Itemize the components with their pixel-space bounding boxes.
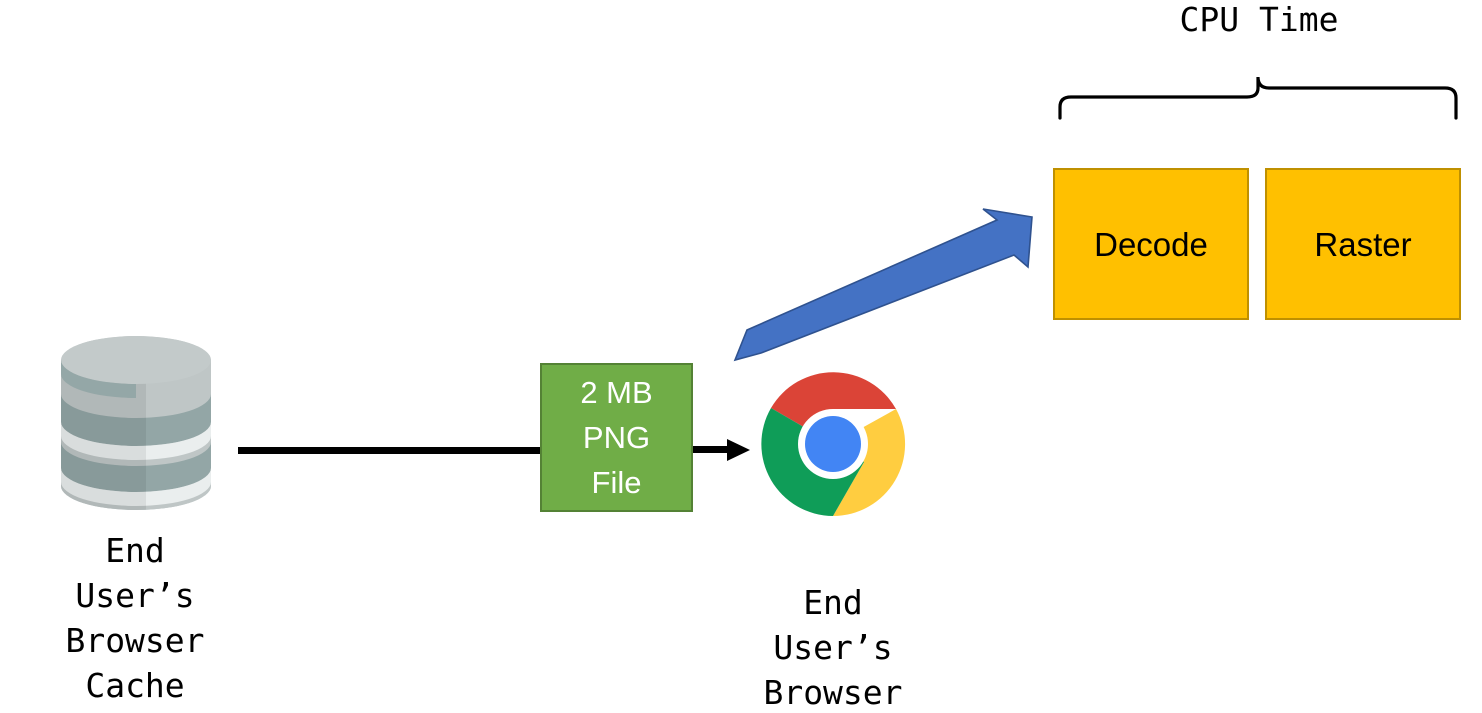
png-file-line-1: 2 MB	[580, 375, 653, 410]
browser-to-cpu-arrow-icon	[733, 208, 1033, 362]
cache-to-file-connector	[238, 447, 541, 454]
cache-caption-line-1: End	[105, 531, 165, 570]
cpu-step-label-raster: Raster	[1314, 225, 1412, 263]
cpu-step-box-raster[interactable]: Raster	[1265, 168, 1461, 320]
png-file-line-3: File	[591, 465, 642, 500]
file-to-browser-arrow-icon	[693, 439, 750, 461]
browser-caption-line-3: Browser	[763, 673, 903, 712]
browser-caption-line-2: User’s	[773, 628, 893, 667]
cache-caption-line-2: User’s	[75, 576, 195, 615]
cache-caption-line-4: Cache	[85, 666, 185, 705]
png-file-box[interactable]: 2 MB PNG File	[540, 363, 693, 512]
cache-caption-line-3: Browser	[65, 621, 205, 660]
cache-caption: End User’s Browser Cache	[15, 528, 255, 708]
cpu-time-brace-icon	[1058, 76, 1458, 120]
png-file-line-2: PNG	[582, 420, 651, 455]
browser-caption: End User’s Browser	[713, 580, 953, 713]
cpu-step-box-decode[interactable]: Decode	[1053, 168, 1249, 320]
database-cylinder-icon	[61, 336, 211, 510]
browser-caption-line-1: End	[803, 583, 863, 622]
cpu-step-label-decode: Decode	[1094, 225, 1208, 263]
cpu-time-label: CPU Time	[1179, 0, 1339, 39]
chrome-logo-icon	[761, 372, 906, 517]
